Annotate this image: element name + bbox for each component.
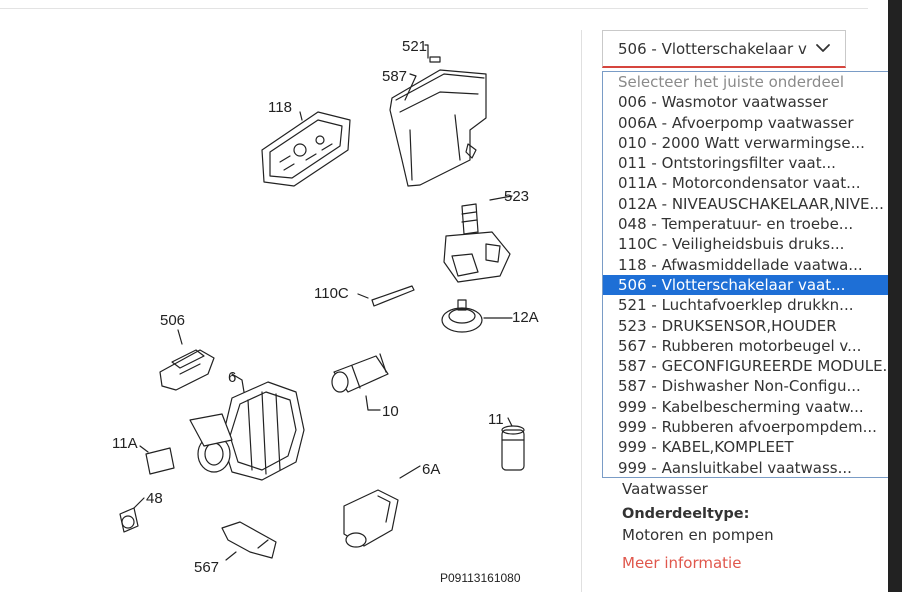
part-48[interactable] xyxy=(119,497,145,533)
label-523: 523 xyxy=(504,188,529,205)
label-11: 11 xyxy=(488,411,504,428)
label-110c: 110C xyxy=(314,285,349,302)
dropdown-option[interactable]: 523 - DRUKSENSOR,HOUDER xyxy=(618,316,837,335)
part-110c[interactable] xyxy=(357,285,415,307)
part-521[interactable] xyxy=(424,44,441,63)
dropdown-option[interactable]: 567 - Rubberen motorbeugel v... xyxy=(618,336,862,355)
appliance-type: Vaatwasser xyxy=(622,480,708,498)
label-521: 521 xyxy=(402,38,427,55)
top-divider xyxy=(0,8,868,9)
part-567[interactable] xyxy=(221,521,277,561)
label-567: 567 xyxy=(194,559,219,576)
panel-divider xyxy=(581,30,582,592)
dropdown-option[interactable]: 118 - Afwasmiddellade vaatwa... xyxy=(618,255,863,274)
page-edge-bar xyxy=(888,0,902,592)
label-506: 506 xyxy=(160,312,185,329)
dropdown-option[interactable]: 999 - KABEL,KOMPLEET xyxy=(618,438,794,457)
part-12a[interactable] xyxy=(441,299,513,333)
dropdown-option[interactable]: 587 - Dishwasher Non-Configu... xyxy=(618,377,861,396)
part-select-dropdown[interactable]: Selecteer het juiste onderdeel 006 - Was… xyxy=(602,71,902,478)
dropdown-option[interactable]: 012A - NIVEAUSCHAKELAAR,NIVE... xyxy=(618,194,884,213)
dropdown-option[interactable]: 999 - Kabelbescherming vaatw... xyxy=(618,397,864,416)
label-12a: 12A xyxy=(512,309,539,326)
dropdown-option[interactable]: 999 - Rubberen afvoerpompdem... xyxy=(618,418,877,437)
part-type-label: Onderdeeltype: xyxy=(622,506,750,522)
chevron-down-icon xyxy=(816,44,830,52)
part-587[interactable] xyxy=(389,69,487,187)
dropdown-option[interactable]: 587 - GECONFIGUREERDE MODULE... xyxy=(618,357,897,376)
part-11[interactable] xyxy=(501,417,525,471)
part-10[interactable] xyxy=(331,353,389,411)
label-118: 118 xyxy=(268,99,292,116)
dropdown-option[interactable]: 011 - Ontstoringsfilter vaat... xyxy=(618,154,836,173)
parts-diagram: 521 587 118 523 110C 12A 506 6 10 11A 11… xyxy=(112,38,539,585)
dropdown-option[interactable]: 011A - Motorcondensator vaat... xyxy=(618,174,861,193)
label-11a: 11A xyxy=(112,435,138,452)
more-info-link[interactable]: Meer informatie xyxy=(622,554,742,572)
label-587: 587 xyxy=(382,68,407,85)
dropdown-placeholder[interactable]: Selecteer het juiste onderdeel xyxy=(618,73,845,91)
dropdown-option[interactable]: 010 - 2000 Watt verwarmingse... xyxy=(618,133,865,152)
part-6a[interactable] xyxy=(343,465,421,548)
part-11a[interactable] xyxy=(139,445,175,475)
label-6: 6 xyxy=(228,369,236,386)
dropdown-option[interactable]: 006 - Wasmotor vaatwasser xyxy=(618,93,828,112)
diagram-code: P09113161080 xyxy=(440,571,521,585)
part-select[interactable]: 506 - Vlotterschakelaar v xyxy=(602,30,846,68)
part-506[interactable] xyxy=(159,329,215,391)
part-select-value: 506 - Vlotterschakelaar v xyxy=(618,39,807,58)
dropdown-option[interactable]: 999 - Aansluitkabel vaatwass... xyxy=(618,458,852,477)
label-6a: 6A xyxy=(422,461,440,478)
part-523[interactable] xyxy=(443,195,513,283)
label-10: 10 xyxy=(382,403,399,420)
dropdown-option-selected[interactable]: 506 - Vlotterschakelaar vaat... xyxy=(603,274,902,296)
dropdown-option[interactable]: 006A - Afvoerpomp vaatwasser xyxy=(618,113,854,132)
part-6[interactable] xyxy=(189,373,305,481)
label-48: 48 xyxy=(146,490,163,507)
part-type-value: Motoren en pompen xyxy=(622,526,774,544)
dropdown-option[interactable]: 110C - Veiligheidsbuis druks... xyxy=(618,235,845,254)
dropdown-option[interactable]: 521 - Luchtafvoerklep drukkn... xyxy=(618,296,854,315)
part-118[interactable] xyxy=(261,111,351,187)
dropdown-option[interactable]: 048 - Temperatuur- en troebe... xyxy=(618,215,854,234)
